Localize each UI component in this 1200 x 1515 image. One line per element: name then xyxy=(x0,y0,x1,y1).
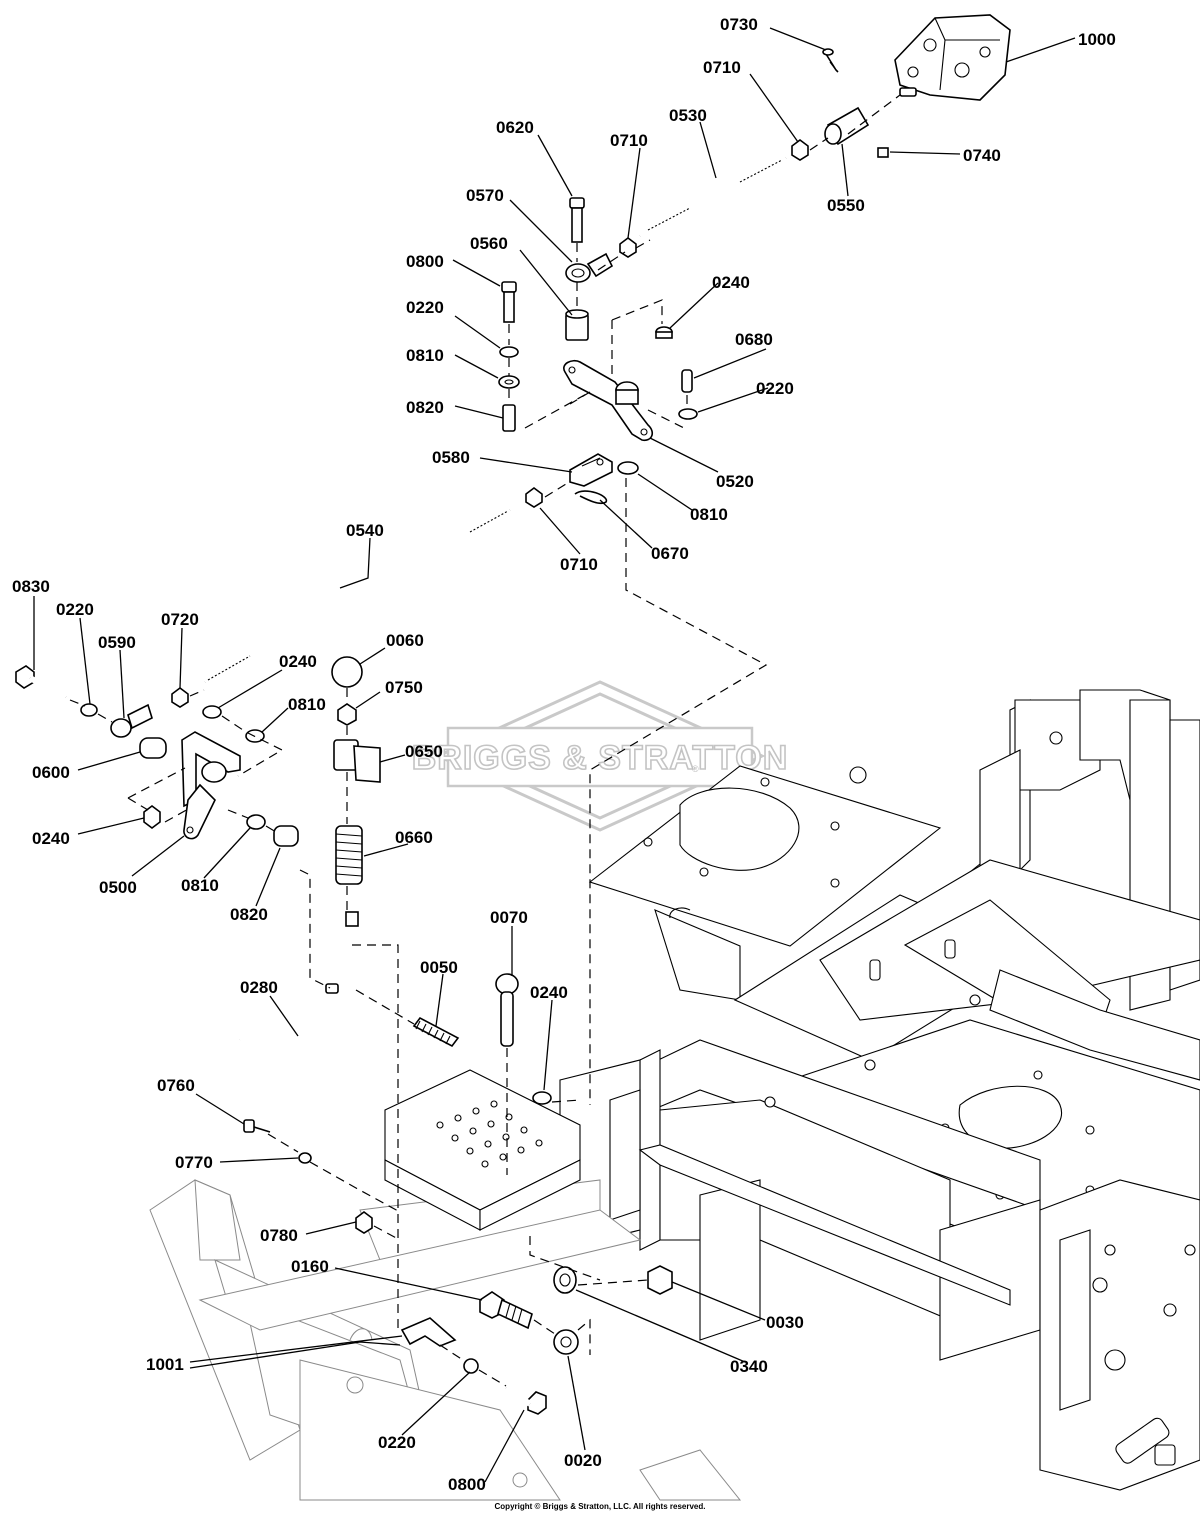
callout-0070: 0070 xyxy=(490,908,528,927)
callout-0800-upper: 0800 xyxy=(406,252,444,271)
callout-0720: 0720 xyxy=(161,610,199,629)
chassis-frame xyxy=(149,689,1200,1501)
callout-0750: 0750 xyxy=(385,678,423,697)
callout-0770: 0770 xyxy=(175,1153,213,1172)
callout-0340: 0340 xyxy=(730,1357,768,1376)
callout-1001: 1001 xyxy=(146,1355,184,1374)
handle-0650 xyxy=(333,739,381,783)
callout-0240-upper: 0240 xyxy=(712,273,750,292)
callout-0710-lower: 0710 xyxy=(560,555,598,574)
nut-0240-upper xyxy=(655,326,673,339)
callout-0020: 0020 xyxy=(564,1451,602,1470)
screw-0760 xyxy=(243,1119,271,1133)
spacer-0340 xyxy=(553,1266,577,1294)
callout-labels: 0730 1000 0710 0530 0620 0710 0740 0550 … xyxy=(12,15,1116,1494)
bolt-0800-upper xyxy=(501,281,517,323)
hydro-pump-1000 xyxy=(894,14,1011,101)
callout-1000: 1000 xyxy=(1078,30,1116,49)
callout-0660: 0660 xyxy=(395,828,433,847)
callout-0060: 0060 xyxy=(386,631,424,650)
callout-0760: 0760 xyxy=(157,1076,195,1095)
bolt-0830 xyxy=(15,665,68,700)
spacer-0560 xyxy=(565,309,589,341)
pin-0070 xyxy=(495,973,519,1047)
callout-0810-lower: 0810 xyxy=(181,876,219,895)
coupler-0550 xyxy=(824,106,870,146)
leader-lines xyxy=(33,27,1076,1483)
callout-0710-upper: 0710 xyxy=(703,58,741,77)
bolt-0160 xyxy=(479,1291,533,1330)
watermark: BRIGGS & STRATTON ® xyxy=(411,680,789,832)
callout-0240-footrest: 0240 xyxy=(530,983,568,1002)
rod-0540 xyxy=(204,508,511,684)
footrest-holes xyxy=(436,1100,543,1168)
watermark-brand: BRIGGS & STRATTON xyxy=(412,739,789,777)
callout-0680: 0680 xyxy=(735,330,773,349)
bolt-0800-lower xyxy=(504,1385,547,1415)
callout-0560: 0560 xyxy=(470,234,508,253)
spring-0050 xyxy=(412,1016,460,1048)
callout-0730: 0730 xyxy=(720,15,758,34)
callout-0500: 0500 xyxy=(99,878,137,897)
callout-0710-mid: 0710 xyxy=(610,131,648,150)
callout-0570: 0570 xyxy=(466,186,504,205)
callout-0800-lower: 0800 xyxy=(448,1475,486,1494)
callout-0240-mid: 0240 xyxy=(279,652,317,671)
callout-0530: 0530 xyxy=(669,106,707,125)
callout-0830: 0830 xyxy=(12,577,50,596)
callout-0780: 0780 xyxy=(260,1226,298,1245)
callout-0650: 0650 xyxy=(405,742,443,761)
callout-0550: 0550 xyxy=(827,196,865,215)
clevis-0580 xyxy=(569,453,613,487)
copyright-notice: Copyright © Briggs & Stratton, LLC. All … xyxy=(494,1502,706,1511)
callout-0030: 0030 xyxy=(766,1313,804,1332)
callout-0160: 0160 xyxy=(291,1257,329,1276)
callout-0220-lower: 0220 xyxy=(378,1433,416,1452)
callout-0600: 0600 xyxy=(32,763,70,782)
callout-0050: 0050 xyxy=(420,958,458,977)
callout-0620: 0620 xyxy=(496,118,534,137)
lever-0500 xyxy=(181,731,241,840)
callout-0810-upper: 0810 xyxy=(406,346,444,365)
rod-0530 xyxy=(639,156,787,238)
callout-0280: 0280 xyxy=(240,978,278,997)
assembly-lines xyxy=(69,61,901,1387)
callout-0810-left: 0810 xyxy=(288,695,326,714)
lever-rod-0280 xyxy=(234,911,359,1075)
callout-0240-left: 0240 xyxy=(32,829,70,848)
bellcrank-0520 xyxy=(563,359,654,442)
callout-0820-upper: 0820 xyxy=(406,398,444,417)
callout-0220-upper: 0220 xyxy=(406,298,444,317)
callout-0810-mid: 0810 xyxy=(690,505,728,524)
callout-0220-right: 0220 xyxy=(756,379,794,398)
ball-joint-0570 xyxy=(565,252,614,283)
callout-0520: 0520 xyxy=(716,472,754,491)
callout-0580: 0580 xyxy=(432,448,470,467)
callout-0220-left: 0220 xyxy=(56,600,94,619)
callout-0820-lower: 0820 xyxy=(230,905,268,924)
callout-0740: 0740 xyxy=(963,146,1001,165)
spring-0660 xyxy=(335,825,363,885)
callout-0540: 0540 xyxy=(346,521,384,540)
callout-0670: 0670 xyxy=(651,544,689,563)
watermark-registered-mark: ® xyxy=(692,764,699,774)
bolt-0620 xyxy=(569,197,585,243)
ball-joint-0590 xyxy=(110,703,153,738)
callout-0590: 0590 xyxy=(98,633,136,652)
